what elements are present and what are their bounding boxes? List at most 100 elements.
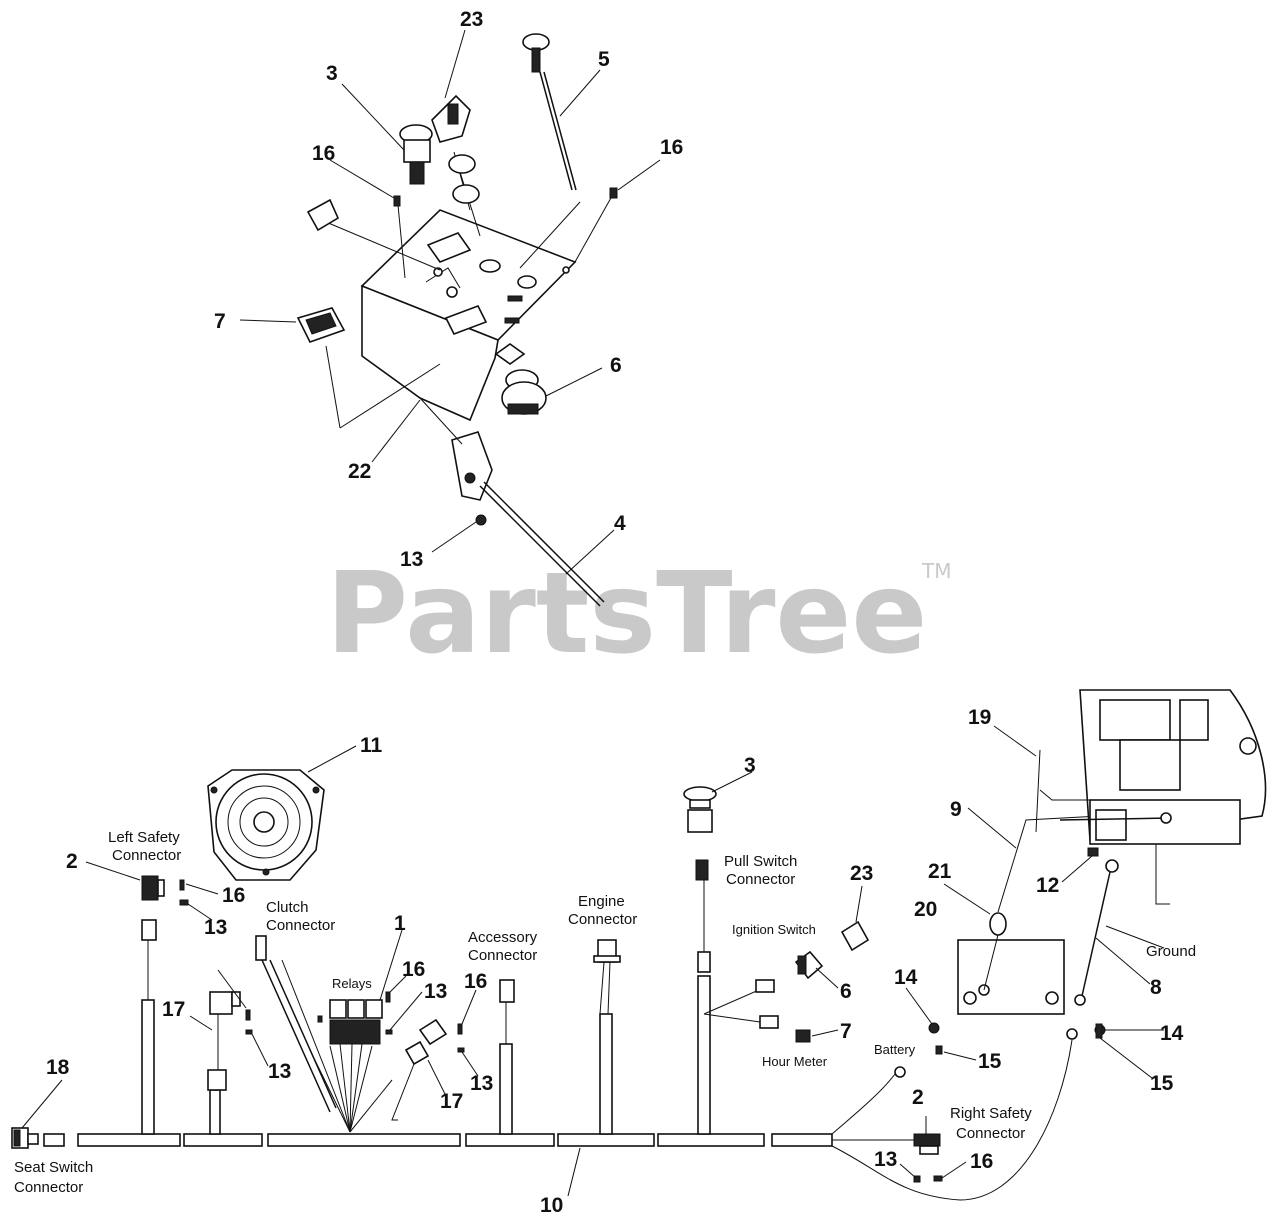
screw-16b [609, 187, 618, 199]
callout-6-upper: 6 [610, 354, 622, 377]
ground-cable [1074, 859, 1119, 1006]
choke-knob [431, 94, 471, 143]
label-engine-2: Connector [568, 911, 637, 928]
dash-panel-front [361, 284, 499, 422]
main-harness [77, 935, 1073, 1201]
callout-20: 20 [914, 898, 937, 921]
label-engine-1: Engine [578, 893, 625, 910]
callout-13-upper: 13 [400, 548, 423, 571]
callout-13-accessory: 13 [470, 1072, 493, 1095]
panel-slot-cutout [444, 304, 488, 336]
callout-3-upper: 3 [326, 62, 338, 85]
screw-16d [385, 991, 391, 1003]
label-ignition-switch: Ignition Switch [732, 922, 816, 937]
callout-8: 8 [1150, 976, 1162, 999]
watermark: PartsTree TM [326, 549, 951, 679]
diode-17b [391, 1018, 448, 1121]
label-hour-meter: Hour Meter [762, 1054, 828, 1069]
washer [448, 154, 476, 174]
label-pull-switch-1: Pull Switch [724, 853, 797, 870]
throttle-bracket [451, 431, 493, 501]
callout-22: 22 [348, 460, 371, 483]
callout-2-right: 2 [912, 1086, 924, 1109]
pull-switch-lower [683, 786, 717, 973]
engine-connector [593, 939, 621, 963]
callout-11: 11 [360, 734, 383, 757]
callout-7-lower: 7 [840, 1020, 852, 1043]
callout-13-leftsafety: 13 [204, 916, 227, 939]
positive-cable [983, 815, 1101, 991]
dash-panel-assembly [325, 151, 613, 607]
callout-23-lower: 23 [850, 862, 873, 885]
choke-cable [522, 33, 577, 191]
nut-13c [385, 1029, 393, 1035]
callout-13-relays: 13 [424, 980, 447, 1003]
callout-13-rightsafety: 13 [874, 1148, 897, 1171]
callout-18: 18 [46, 1056, 70, 1079]
callout-3-lower: 3 [744, 754, 756, 777]
label-right-safety-2: Connector [956, 1125, 1025, 1142]
electric-clutch [207, 769, 325, 881]
label-clutch-1: Clutch [266, 899, 309, 916]
bracket-pivot [464, 472, 476, 484]
callout-14-right: 14 [1160, 1022, 1184, 1045]
ignition-hole [479, 259, 501, 273]
callout-16-right: 16 [660, 136, 683, 159]
callout-1: 1 [394, 912, 406, 935]
hour-meter-plug [759, 1015, 779, 1029]
nut-13e [457, 1047, 465, 1053]
rubber-cover [306, 198, 340, 232]
switch-hole [517, 275, 537, 289]
callout-21: 21 [928, 860, 952, 883]
hour-meter-cutout [426, 232, 472, 263]
relays [329, 999, 383, 1045]
diode-17a [207, 991, 241, 1091]
label-left-safety-2: Connector [112, 847, 181, 864]
bolt-15a [935, 1045, 943, 1055]
callout-9: 9 [950, 798, 962, 821]
battery [957, 939, 1065, 1015]
nut-13 [475, 514, 487, 526]
label-accessory-2: Connector [468, 947, 537, 964]
hour-meter-lower [795, 1029, 811, 1043]
watermark-brand: PartsTree [326, 549, 927, 679]
ignition-switch-lower [794, 950, 824, 980]
nut-13b [179, 899, 189, 906]
callout-16-left: 16 [312, 142, 335, 165]
nut-14a [928, 1022, 940, 1034]
engine [1035, 689, 1267, 905]
label-relays: Relays [332, 976, 372, 991]
bolt-15b [1095, 1023, 1103, 1039]
label-seat-switch-2: Connector [14, 1179, 83, 1196]
callout-17-left: 17 [162, 998, 185, 1021]
callout-12: 12 [1036, 874, 1059, 897]
accessory-connector [499, 979, 515, 1003]
seat-switch [11, 1127, 65, 1149]
label-seat-switch-1: Seat Switch [14, 1159, 93, 1176]
callout-16-rightsafety: 16 [970, 1150, 993, 1173]
label-battery: Battery [874, 1042, 916, 1057]
label-pull-switch-2: Connector [726, 871, 795, 888]
callout-15-left: 15 [978, 1050, 1002, 1073]
screw-small [317, 1015, 323, 1023]
throttle-cable [479, 485, 601, 607]
panel-screw-hole-3 [562, 266, 570, 274]
callout-4: 4 [614, 512, 626, 535]
text-labels: Left Safety Connector Clutch Connector R… [14, 829, 1196, 1196]
nut-13d [245, 1029, 253, 1035]
screw-16e [245, 1009, 251, 1021]
throttle-arrow [425, 267, 461, 289]
callout-13-diode: 13 [268, 1060, 291, 1083]
callout-16-leftsafety: 16 [222, 884, 245, 907]
label-clutch-2: Connector [266, 917, 335, 934]
callout-7-upper: 7 [214, 310, 226, 333]
callout-23-upper: 23 [460, 8, 483, 31]
label-accessory-1: Accessory [468, 929, 538, 946]
ignition-switch-upper [494, 343, 547, 415]
screw-16f [457, 1023, 463, 1035]
ignition-plug [755, 979, 775, 993]
callout-6-lower: 6 [840, 980, 852, 1003]
right-safety-connector [880, 1133, 941, 1155]
callout-leaders [21, 29, 1165, 1197]
